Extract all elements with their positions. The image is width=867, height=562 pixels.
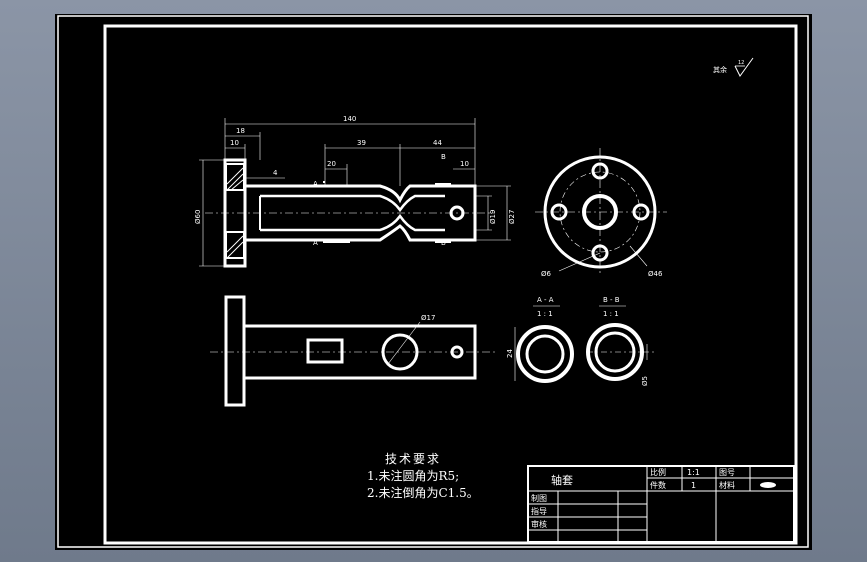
surface-roughness-note: 其余 12 [713,57,754,77]
tech-req-title: 技术要求 [385,452,441,466]
section-b-b: B - B 1 : 1 Ø5 [586,296,655,386]
engineering-drawing: 其余 12 A A B B [57,15,809,548]
roughness-value: 12 [738,60,744,66]
count-value: 1 [691,481,696,490]
count-label: 件数 [650,480,666,490]
section-a-a: A - A 1 : 1 24 [506,296,574,383]
dim-4: 4 [273,169,278,177]
dim-flange-thickness: 10 [230,139,239,147]
drawn-label: 制图 [531,493,547,503]
dim-flange-width: 18 [236,127,245,135]
flange-plan [224,295,246,407]
tech-req-item-2: 2.未注倒角为C1.5。 [367,485,479,500]
dim-dia19: Ø19 [489,210,497,224]
material-label: 材料 [719,480,735,490]
drawing-no-label: 图号 [719,468,735,477]
dim-dia60: Ø60 [194,210,202,224]
slot [306,338,344,364]
section-a-outer [516,325,574,383]
roughness-label: 其余 [713,65,727,74]
scale-value: 1:1 [687,468,700,477]
dim-39: 39 [357,139,366,147]
material-value-blob [760,482,776,488]
dim-total-length: 140 [343,115,356,123]
dim-10: 10 [460,160,469,168]
technical-requirements: 技术要求 1.未注圆角为R5; 2.未注倒角为C1.5。 [367,452,479,500]
dim-hole-d6: Ø6 [541,270,552,278]
section-b-title: B - B [603,296,620,304]
dim-pcd46: Ø46 [648,270,663,278]
section-b-scale: 1 : 1 [603,310,619,318]
section-mark-a-bottom: A [313,239,318,247]
section-a-scale: 1 : 1 [537,310,553,318]
review-label: 审核 [531,519,547,529]
drawing-sheet: 其余 12 A A B B [55,14,812,550]
outer-border [57,15,809,548]
part-name: 轴套 [551,473,573,487]
pitch-circle [559,171,641,253]
section-a-title: A - A [537,296,554,304]
guide-label: 指导 [531,506,547,516]
section-mark-a-top: A [313,180,318,188]
dim-bore17: Ø17 [421,314,435,322]
roughness-symbol-icon [734,57,754,77]
tech-req-item-1: 1.未注圆角为R5; [367,468,459,483]
section-mark-b-top: B [441,153,446,161]
dim-44: 44 [433,139,442,147]
top-view: Ø17 [210,295,495,407]
dim-20: 20 [327,160,336,168]
dim-dia27: Ø27 [508,210,516,224]
section-a-inner [525,334,565,374]
scale-label: 比例 [650,467,666,477]
inner-frame [103,24,798,545]
title-block: 轴套 比例 1:1 图号 件数 1 材料 制图 指导 审核 [527,465,795,543]
dim-section-24: 24 [506,349,514,358]
dim-section-dia5: Ø5 [641,376,649,386]
side-view: Ø6 Ø46 [535,148,667,278]
front-view: A A B B [194,115,516,268]
